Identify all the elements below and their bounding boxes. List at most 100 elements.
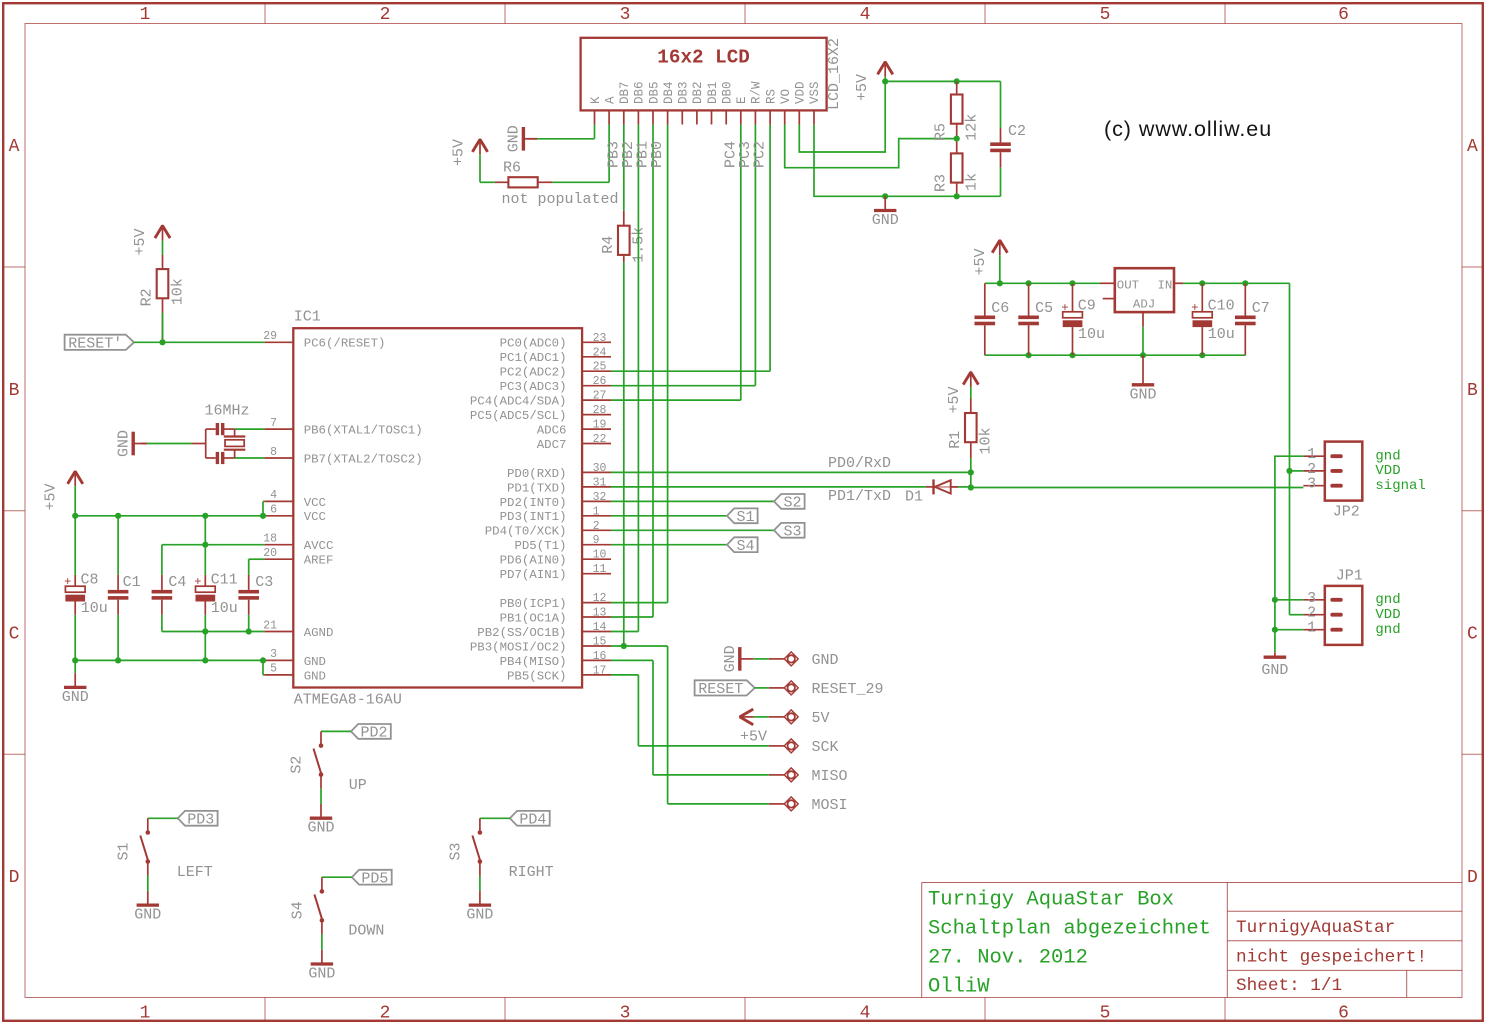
svg-text:PB1: PB1 xyxy=(635,141,652,168)
svg-text:DB1: DB1 xyxy=(706,81,720,104)
svg-text:PD1(TXD): PD1(TXD) xyxy=(507,481,567,495)
svg-text:MISO: MISO xyxy=(812,768,848,785)
svg-text:VO: VO xyxy=(779,89,793,104)
svg-text:DB6: DB6 xyxy=(633,81,647,104)
svg-text:22: 22 xyxy=(593,433,607,446)
svg-text:VSS: VSS xyxy=(808,81,822,104)
svg-text:2: 2 xyxy=(1307,461,1316,478)
svg-text:8: 8 xyxy=(270,446,277,459)
svg-text:R6: R6 xyxy=(503,160,521,177)
svg-text:D: D xyxy=(1467,868,1478,888)
svg-text:ADC7: ADC7 xyxy=(537,438,567,452)
svg-text:GND: GND xyxy=(1261,662,1288,679)
svg-text:29: 29 xyxy=(263,330,277,343)
svg-text:1: 1 xyxy=(1307,446,1316,463)
svg-text:3: 3 xyxy=(270,648,277,661)
svg-text:OUT: OUT xyxy=(1117,278,1139,292)
svg-text:3: 3 xyxy=(620,1003,631,1023)
svg-text:PD6(AIN0): PD6(AIN0) xyxy=(500,554,567,568)
svg-text:24: 24 xyxy=(593,346,607,359)
svg-text:R/W: R/W xyxy=(750,81,764,104)
svg-text:GND: GND xyxy=(307,820,334,837)
svg-text:DB3: DB3 xyxy=(677,81,691,104)
svg-text:PB2(SS/OC1B): PB2(SS/OC1B) xyxy=(477,626,566,640)
svg-text:PB3(MOSI/OC2): PB3(MOSI/OC2) xyxy=(470,640,567,654)
svg-text:1: 1 xyxy=(593,505,600,518)
svg-text:S1: S1 xyxy=(737,509,755,526)
svg-text:16: 16 xyxy=(593,650,607,663)
svg-text:PC3: PC3 xyxy=(737,141,754,168)
svg-text:C6: C6 xyxy=(991,300,1009,317)
svg-text:PC6(/RESET): PC6(/RESET) xyxy=(304,337,386,351)
svg-text:PC4(ADC4/SDA): PC4(ADC4/SDA) xyxy=(470,395,567,409)
svg-text:14: 14 xyxy=(593,621,607,634)
svg-text:RESET_29: RESET_29 xyxy=(812,681,884,698)
svg-text:R4: R4 xyxy=(600,236,617,254)
svg-text:MOSI: MOSI xyxy=(812,797,848,814)
svg-text:PC4: PC4 xyxy=(722,141,739,168)
svg-text:GND: GND xyxy=(466,907,493,924)
svg-text:PD4(T0/XCK): PD4(T0/XCK) xyxy=(485,525,567,539)
svg-text:A: A xyxy=(603,96,617,104)
svg-text:DB7: DB7 xyxy=(618,81,632,104)
svg-text:VCC: VCC xyxy=(304,496,326,510)
svg-text:Sheet: 1/1: Sheet: 1/1 xyxy=(1236,976,1342,996)
svg-text:gnd: gnd xyxy=(1375,622,1400,638)
svg-text:JP2: JP2 xyxy=(1333,504,1360,521)
svg-text:GND: GND xyxy=(62,689,89,706)
svg-text:C2: C2 xyxy=(1008,123,1026,140)
svg-text:11: 11 xyxy=(593,563,607,576)
svg-text:PB1(OC1A): PB1(OC1A) xyxy=(500,611,567,625)
svg-text:+5V: +5V xyxy=(451,139,468,166)
svg-text:19: 19 xyxy=(593,419,607,432)
svg-text:PC2: PC2 xyxy=(752,141,769,168)
svg-text:15: 15 xyxy=(593,636,607,649)
svg-text:PD2(INT0): PD2(INT0) xyxy=(500,496,567,510)
svg-text:signal: signal xyxy=(1375,478,1425,494)
svg-text:Turnigy AquaStar Box: Turnigy AquaStar Box xyxy=(928,889,1174,912)
svg-text:JP1: JP1 xyxy=(1336,567,1363,584)
svg-text:6: 6 xyxy=(1338,1003,1349,1023)
svg-text:+5V: +5V xyxy=(740,728,767,745)
svg-text:C3: C3 xyxy=(255,574,273,591)
svg-text:VDD: VDD xyxy=(1375,463,1400,479)
svg-text:PC0(ADC0): PC0(ADC0) xyxy=(500,337,567,351)
svg-text:GND: GND xyxy=(304,655,326,669)
svg-text:PD5: PD5 xyxy=(361,870,388,887)
svg-text:C1: C1 xyxy=(123,574,141,591)
svg-text:GND: GND xyxy=(1129,387,1156,404)
svg-text:C7: C7 xyxy=(1252,300,1270,317)
svg-text:27: 27 xyxy=(593,390,607,403)
svg-text:A: A xyxy=(9,137,20,157)
svg-text:AREF: AREF xyxy=(304,554,334,568)
svg-text:4: 4 xyxy=(860,5,871,25)
svg-text:PC2(ADC2): PC2(ADC2) xyxy=(500,366,567,380)
svg-text:GND: GND xyxy=(722,645,739,672)
svg-text:C8: C8 xyxy=(81,572,99,589)
svg-text:VDD: VDD xyxy=(1375,607,1400,623)
svg-text:C11: C11 xyxy=(211,572,238,589)
svg-text:23: 23 xyxy=(593,332,607,345)
svg-text:1: 1 xyxy=(140,1003,151,1023)
svg-text:3: 3 xyxy=(620,5,631,25)
svg-text:32: 32 xyxy=(593,491,607,504)
svg-text:B: B xyxy=(9,381,20,401)
svg-text:Schaltplan abgezeichnet: Schaltplan abgezeichnet xyxy=(928,918,1211,941)
svg-text:S2: S2 xyxy=(784,495,802,512)
svg-text:PB4(MISO): PB4(MISO) xyxy=(500,655,567,669)
svg-text:5: 5 xyxy=(270,663,277,676)
svg-text:C5: C5 xyxy=(1035,300,1053,317)
svg-text:30: 30 xyxy=(593,462,607,475)
svg-text:2: 2 xyxy=(593,520,600,533)
svg-text:27. Nov. 2012: 27. Nov. 2012 xyxy=(928,947,1088,970)
svg-text:C10: C10 xyxy=(1208,297,1235,314)
svg-text:10: 10 xyxy=(593,549,607,562)
svg-text:20: 20 xyxy=(263,547,277,560)
svg-text:10k: 10k xyxy=(978,427,995,454)
svg-text:PB3: PB3 xyxy=(605,141,622,168)
svg-text:3: 3 xyxy=(1307,590,1316,607)
svg-text:S2: S2 xyxy=(289,756,306,774)
svg-text:7: 7 xyxy=(270,417,277,430)
svg-text:AGND: AGND xyxy=(304,626,334,640)
svg-text:4: 4 xyxy=(270,489,277,502)
